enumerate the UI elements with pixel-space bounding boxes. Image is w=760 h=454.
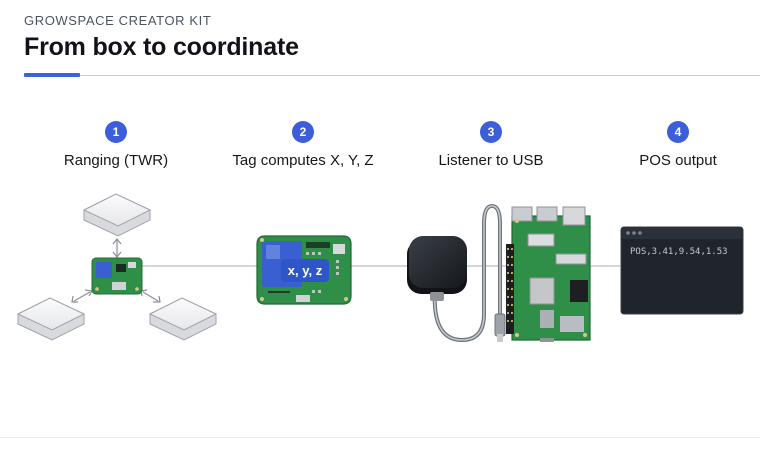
header-divider [24, 75, 760, 76]
step-4-badge: 4 [667, 121, 689, 143]
anchor-top-icon [82, 193, 152, 237]
step-2-label: Tag computes X, Y, Z [232, 152, 374, 169]
listener-puck-icon [407, 236, 467, 301]
xyz-overlay-text: x, y, z [288, 263, 323, 278]
anchor-left-icon [16, 297, 86, 341]
terminal-dot-icon [632, 231, 636, 235]
step-3-badge: 3 [480, 121, 502, 143]
step-1-badge: 1 [105, 121, 127, 143]
terminal-window: POS,3.41,9.54,1.53 [620, 226, 744, 315]
step-3-label: Listener to USB [438, 152, 544, 169]
terminal-dot-icon [626, 231, 630, 235]
terminal-dot-icon [638, 231, 642, 235]
footer-divider [0, 437, 760, 438]
step-2-badge: 2 [292, 121, 314, 143]
header-accent-bar [24, 73, 80, 77]
terminal-output-line: POS,3.41,9.54,1.53 [630, 247, 728, 257]
step-4-label: POS output [639, 152, 717, 169]
step-1-label: Ranging (TWR) [63, 152, 169, 169]
kit-eyebrow: GROWSPACE CREATOR KIT [24, 13, 212, 28]
ranging-arrows [71, 238, 161, 303]
usb-cable [432, 203, 506, 343]
raspberry-pi-icon [506, 206, 591, 342]
tag-board-small-icon [91, 257, 143, 295]
page-title: From box to coordinate [24, 33, 299, 61]
anchor-right-icon [148, 297, 218, 341]
xyz-overlay-chip: x, y, z [281, 259, 329, 282]
